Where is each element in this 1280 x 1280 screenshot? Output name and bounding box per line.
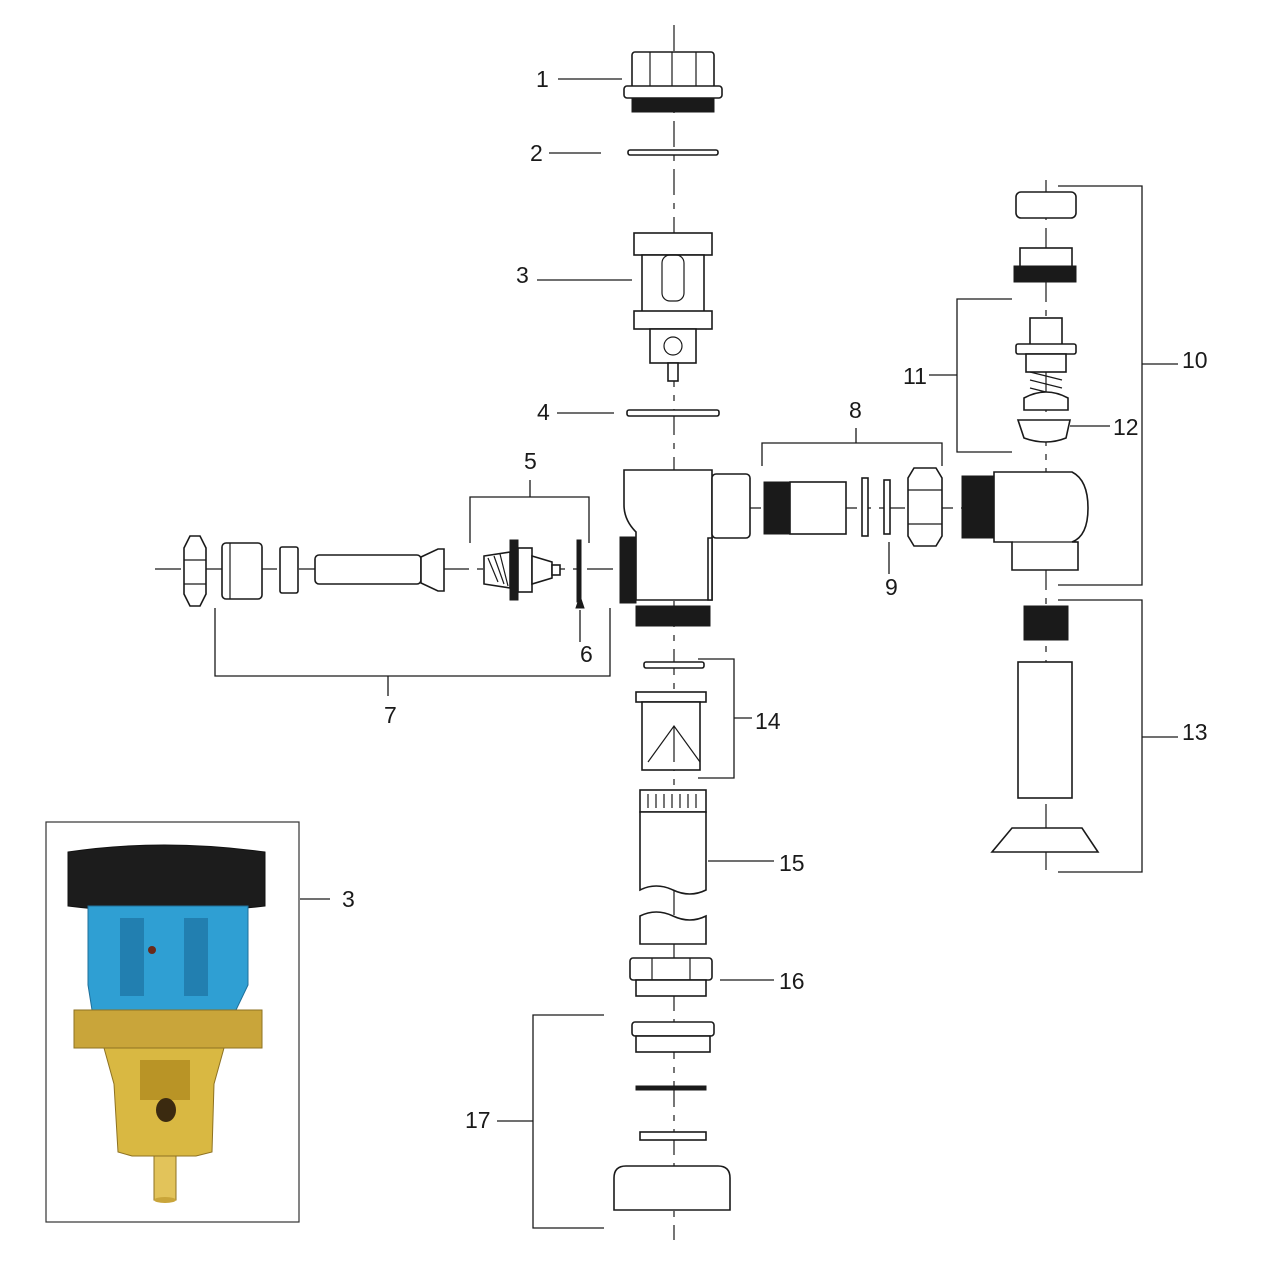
part-3-cartridge — [633, 232, 713, 382]
part-1-cap-nut — [623, 51, 723, 113]
part-12-cap — [1016, 419, 1071, 443]
part-8-coupling — [763, 467, 943, 547]
leader-lines — [214, 78, 1178, 1229]
vacuum-breaker-body — [961, 471, 1089, 571]
callout-17: 17 — [465, 1107, 491, 1133]
part-14-strainer — [635, 661, 707, 771]
cartridge-rubber-top — [67, 844, 266, 913]
callout-9: 9 — [885, 574, 898, 600]
part-17-spud-assembly — [613, 1021, 731, 1211]
callout-inset-3: 3 — [342, 886, 355, 912]
part-2-gasket — [627, 149, 719, 156]
callout-6: 6 — [580, 641, 593, 667]
callout-11: 11 — [903, 363, 927, 389]
callout-2: 2 — [530, 140, 543, 166]
callout-16: 16 — [779, 968, 805, 994]
callout-7: 7 — [384, 702, 397, 728]
callout-10: 10 — [1182, 347, 1208, 373]
cartridge-brass-collar — [73, 1009, 263, 1049]
part-15-tube — [639, 789, 707, 945]
part-10-vacuum-breaker-stack — [1013, 191, 1077, 283]
callout-15: 15 — [779, 850, 805, 876]
callout-1: 1 — [536, 66, 549, 92]
inset-cartridge-photo — [45, 821, 300, 1223]
callout-8: 8 — [849, 397, 862, 423]
callout-5: 5 — [524, 448, 537, 474]
part-11-poppet — [1015, 317, 1077, 411]
part-9-o-ring — [883, 479, 891, 535]
callout-13: 13 — [1182, 719, 1208, 745]
cartridge-blue-body — [87, 905, 249, 1011]
callout-14: 14 — [755, 708, 781, 734]
part-5-plunger — [483, 539, 561, 601]
callout-4: 4 — [537, 399, 550, 425]
part-7-handle-assembly — [183, 535, 445, 607]
part-6-gasket — [576, 539, 582, 603]
callout-12: 12 — [1113, 414, 1139, 440]
part-16-nut — [629, 957, 713, 997]
valve-body — [619, 469, 751, 627]
part-4-washer — [626, 409, 720, 417]
part-13-tailpiece — [990, 605, 1100, 853]
cartridge-brass-pin — [153, 1155, 177, 1201]
callout-3: 3 — [516, 262, 529, 288]
